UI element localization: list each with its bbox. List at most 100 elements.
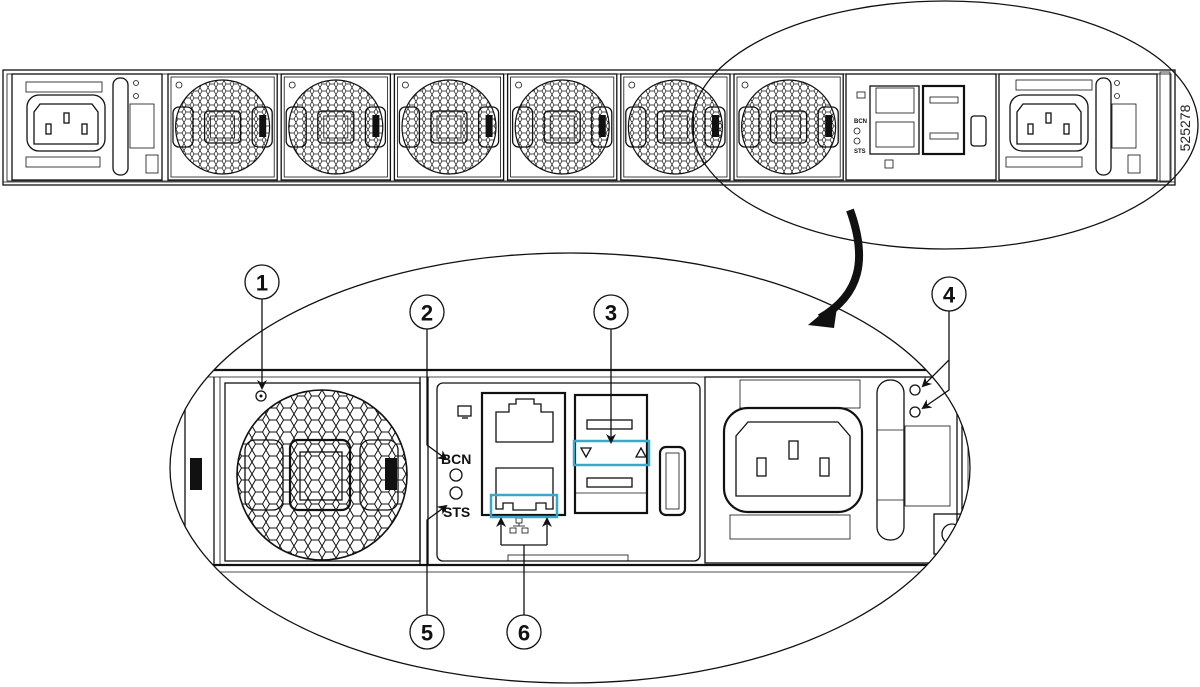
ac-power-inlet	[26, 94, 106, 152]
psu-handle[interactable]	[876, 379, 905, 541]
callout-3: 3	[593, 294, 629, 444]
power-supply-right	[998, 73, 1158, 181]
svg-text:1: 1	[256, 271, 268, 296]
psu-vent	[729, 514, 851, 540]
psu-led	[1114, 93, 1120, 99]
psu-led	[1114, 80, 1120, 86]
management-module-overview: BCN STS	[845, 73, 997, 181]
bcn-led	[449, 468, 463, 482]
fan-grille	[740, 79, 837, 175]
fan-handle-right[interactable]	[359, 439, 399, 511]
management-module-detail: BCN STS	[436, 382, 701, 562]
fan-status-led	[401, 81, 409, 89]
chassis-outline	[2, 69, 1176, 186]
chassis-rail	[1159, 71, 1171, 183]
bcn-label: BCN	[854, 119, 867, 125]
fan-grille	[175, 79, 271, 175]
fan-modules-overview	[167, 73, 844, 181]
callout-4: 4	[921, 276, 967, 410]
fan-handle[interactable]	[511, 106, 534, 148]
svg-text:5: 5	[421, 621, 433, 646]
fan-module[interactable]	[280, 73, 392, 181]
svg-text:4: 4	[943, 283, 956, 308]
fan-module[interactable]	[393, 73, 505, 181]
ac-power-inlet	[722, 406, 864, 514]
fan-handle[interactable]	[704, 106, 726, 148]
svg-text:2: 2	[421, 301, 433, 326]
fan-handle[interactable]	[591, 106, 613, 148]
fan-module[interactable]	[167, 73, 278, 181]
fan-handle[interactable]	[738, 106, 760, 148]
mgmt-network-icon	[509, 517, 529, 534]
console-icon	[856, 91, 866, 99]
svg-text:3: 3	[605, 301, 617, 326]
bcn-label: BCN	[441, 451, 471, 467]
fan-grille	[288, 79, 384, 175]
psu-vent	[739, 379, 861, 409]
fan-handle[interactable]	[625, 106, 647, 148]
fan-status-led	[741, 81, 749, 89]
callout-5: 5	[409, 504, 448, 650]
zoom-region-ellipse	[691, 0, 1199, 250]
fan-handle[interactable]	[172, 106, 194, 148]
psu-led	[133, 80, 139, 86]
rj45-port-stack[interactable]	[480, 391, 567, 517]
mgmt-port-icon	[884, 159, 894, 169]
mgmt-led-highlight	[489, 493, 559, 519]
sts-led	[449, 486, 463, 500]
svg-text:6: 6	[518, 621, 530, 646]
sfp-ports[interactable]	[921, 84, 966, 156]
usb-port[interactable]	[970, 115, 987, 147]
zoom-arrow	[808, 208, 864, 328]
sts-led	[853, 137, 861, 145]
callout-2: 2	[409, 294, 448, 461]
fan-grille	[627, 79, 724, 175]
callout-1: 1	[244, 264, 280, 390]
callouts: 1 2 3 4 5 6	[244, 264, 967, 650]
psu-latch[interactable]	[145, 154, 159, 174]
usb-port[interactable]	[658, 445, 687, 517]
fan-status-led	[288, 81, 296, 89]
fan-handle[interactable]	[817, 106, 839, 148]
fan-status-led	[628, 81, 636, 89]
fan-handle[interactable]	[285, 106, 307, 148]
detail-ellipse	[169, 252, 971, 684]
fan-handle[interactable]	[477, 106, 500, 148]
psu-latch[interactable]	[1127, 154, 1141, 174]
ac-power-inlet	[1009, 94, 1089, 152]
fan-module-detail	[184, 377, 429, 565]
fan-module[interactable]	[620, 73, 731, 181]
sts-label: STS	[854, 149, 866, 155]
sfp-port-upper[interactable]	[586, 419, 633, 430]
fan-handle-left[interactable]	[244, 439, 284, 511]
sfp-port-lower[interactable]	[586, 477, 633, 488]
bcn-led	[853, 127, 861, 135]
console-port[interactable]	[495, 398, 554, 443]
sts-label: STS	[443, 504, 470, 520]
fan-status-led	[255, 390, 267, 402]
fan-module[interactable]	[733, 73, 844, 181]
fan-handle[interactable]	[398, 106, 421, 148]
fan-status-led	[175, 81, 183, 89]
psu-led-lower	[909, 406, 921, 418]
management-port[interactable]	[495, 467, 554, 511]
psu-handle[interactable]	[1095, 77, 1112, 176]
psu-led	[133, 93, 139, 99]
power-supply-detail	[704, 376, 969, 565]
console-icon	[457, 405, 472, 419]
fan-handle[interactable]	[364, 106, 387, 148]
psu-led-upper	[909, 384, 921, 396]
fan-grille	[401, 79, 497, 175]
fan-module[interactable]	[506, 73, 618, 181]
psu-vent	[25, 156, 101, 168]
sfp-link-led-down	[579, 447, 593, 459]
sfp-link-led-up	[634, 446, 648, 458]
psu-handle[interactable]	[112, 77, 129, 176]
psu-vent	[1005, 156, 1083, 168]
switch-rear-panel-overview: BCN STS	[2, 69, 1176, 186]
rj45-ports[interactable]	[869, 85, 920, 155]
fan-grille	[236, 389, 408, 561]
fan-handle[interactable]	[251, 106, 273, 148]
callout-6: 6	[496, 517, 552, 650]
